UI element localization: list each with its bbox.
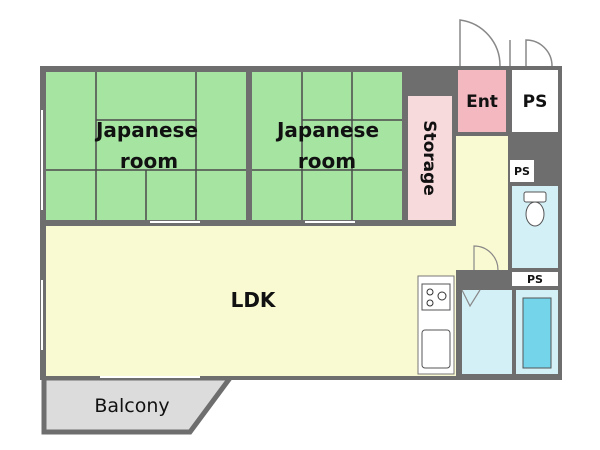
ldk-room xyxy=(46,226,456,376)
bathtub xyxy=(522,297,552,369)
windows xyxy=(41,110,355,378)
ps-small-lower-label: PS xyxy=(527,273,543,286)
storage-room xyxy=(408,96,452,220)
ps-small-upper-label: PS xyxy=(514,165,530,178)
exterior-doors xyxy=(459,19,553,67)
kitchen-counter xyxy=(417,275,455,375)
toilet-fixture xyxy=(523,191,547,227)
entrance-label: Ent xyxy=(466,92,498,112)
door-swings xyxy=(461,245,499,308)
japanese-room-left-label-1: Japanese xyxy=(94,118,198,142)
balcony-label: Balcony xyxy=(94,395,169,417)
japanese-room-right-label-2: room xyxy=(298,149,356,173)
storage-label: Storage xyxy=(419,120,439,196)
ps-small-upper xyxy=(510,160,534,182)
ps-small-lower xyxy=(512,272,558,286)
corridor xyxy=(456,136,508,270)
ldk-label: LDK xyxy=(231,288,277,312)
entrance xyxy=(458,70,506,132)
japanese-room-left xyxy=(46,72,246,220)
japanese-room-right xyxy=(252,72,402,220)
sink xyxy=(421,329,451,369)
washroom xyxy=(462,290,512,374)
japanese-room-right-label-1: Japanese xyxy=(275,118,379,142)
ps-main xyxy=(512,70,558,132)
japanese-room-left-label-2: room xyxy=(120,149,178,173)
stove xyxy=(421,283,451,311)
ps-main-label: PS xyxy=(523,92,548,112)
